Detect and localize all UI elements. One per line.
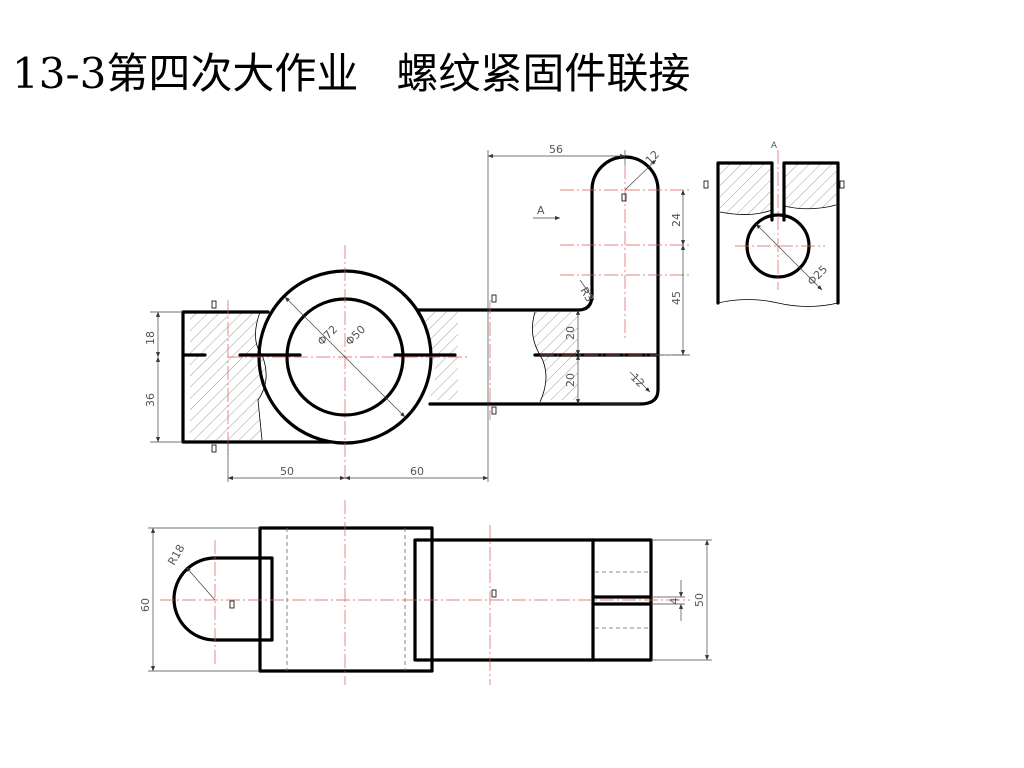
side-view-label: A — [771, 141, 778, 151]
dim-text-ring-inner: Φ50 — [343, 323, 368, 348]
dim-text-20b: 20 — [564, 373, 577, 387]
dim-text-20a: 20 — [564, 326, 577, 340]
front-dim-text-4: 4 — [668, 598, 681, 605]
dim-line-r3 — [579, 279, 595, 301]
front-view: R18 60 50 4 — [139, 500, 712, 685]
roughness-mark-5 — [621, 193, 627, 202]
dim-line-r12-top — [624, 159, 657, 191]
top-view: 18 36 50 60 56 12 24 45 20 20 12 R3 Φ72 … — [144, 143, 690, 482]
side-roughness-left — [703, 180, 709, 189]
dim-text-ring-outer: Φ72 — [315, 323, 340, 348]
dim-line-ring — [284, 296, 406, 418]
roughness-mark-3 — [491, 406, 497, 415]
dim-text-36: 36 — [144, 393, 157, 407]
side-outline — [716, 161, 840, 305]
front-ring-block — [258, 526, 434, 673]
roughness-mark-1 — [211, 300, 217, 309]
dim-text-45: 45 — [670, 291, 683, 305]
side-roughness-right — [839, 180, 845, 189]
dim-text-24: 24 — [670, 213, 683, 227]
side-view: A Φ25 — [703, 141, 845, 307]
side-hatch-left — [720, 163, 772, 215]
roughness-mark-4 — [211, 444, 217, 453]
front-dim-text-60: 60 — [139, 598, 152, 612]
front-dim-line-r18 — [185, 566, 216, 601]
title-code: 13-3第四次大作业 — [12, 49, 359, 98]
front-dim-text-50: 50 — [693, 593, 706, 607]
dim-text-50: 50 — [280, 465, 294, 478]
side-hatch-right — [784, 163, 836, 209]
title-subject: 螺纹紧固件联接 — [396, 49, 691, 98]
side-break-upper — [719, 204, 837, 215]
side-dim-line — [755, 223, 823, 291]
front-roughness-2 — [491, 589, 497, 598]
dim-text-60: 60 — [410, 465, 424, 478]
page-title: 13-3第四次大作业螺纹紧固件联接 — [12, 48, 690, 100]
front-left-boss — [172, 556, 274, 642]
break-line-left — [255, 311, 267, 441]
front-roughness-1 — [229, 600, 235, 609]
dim-line-r12-bend — [629, 371, 651, 393]
roughness-mark-2 — [491, 294, 497, 303]
side-dim-text: Φ25 — [805, 263, 830, 288]
dim-text-r12-bend: 12 — [628, 371, 647, 390]
front-dim-text-r18: R18 — [165, 542, 187, 567]
dim-text-18: 18 — [144, 331, 157, 345]
view-arrow-a-label: A — [537, 204, 545, 217]
dim-text-56: 56 — [549, 143, 563, 156]
dim-text-r3: R3 — [577, 285, 596, 304]
side-break-line — [717, 299, 839, 307]
